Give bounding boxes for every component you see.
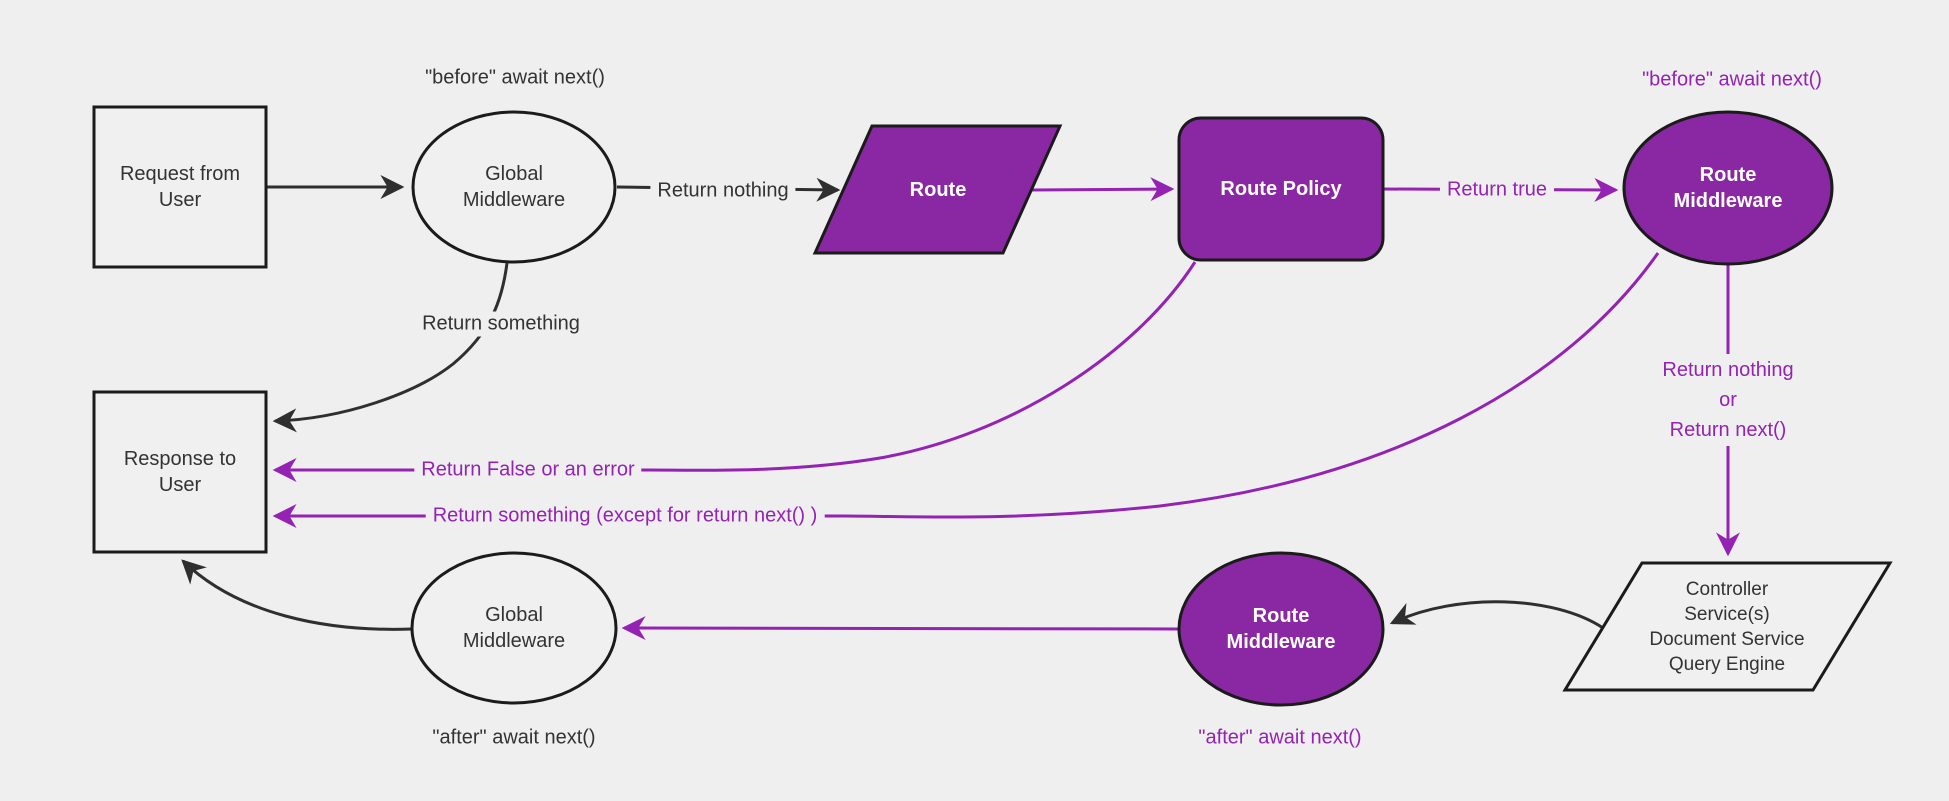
edge-global-middleware-bottom-to-response [181, 559, 413, 631]
edge-label-return-nothing-or-next: Return nothing or Return next() [1655, 354, 1801, 446]
route-middleware-top-shape [1622, 110, 1834, 266]
route-middleware-top-annotation: "before" await next() [1642, 68, 1822, 91]
edge-route-middleware-bottom-to-global-middleware-bottom [621, 616, 1180, 641]
request-from-user-shape [92, 105, 268, 269]
return-nothing-line: Return nothing [1662, 359, 1794, 381]
response-to-user-label: Response to User [123, 448, 237, 496]
global-middleware-top-annotation: "before" await next() [425, 66, 605, 89]
request-from-user-label: Request from User [119, 163, 241, 211]
document-service-line: Document Service [1649, 629, 1805, 650]
edge-controller-to-route-middleware-bottom [1389, 600, 1604, 630]
response-to-user-shape [92, 390, 268, 554]
controller-line: Controller [1685, 579, 1769, 600]
or-line: or [1719, 389, 1737, 411]
edge-label-return-false-or-error: Return False or an error [414, 457, 642, 483]
edge-route-to-route-policy [1030, 177, 1175, 202]
route-policy-shape [1177, 116, 1385, 262]
route-middleware-bottom-annotation: "after" await next() [1198, 726, 1362, 749]
route-shape [812, 124, 1063, 255]
global-middleware-bottom-label: Global Middleware [462, 604, 566, 652]
query-engine-line: Query Engine [1668, 654, 1786, 675]
global-middleware-top-shape [411, 110, 617, 264]
edge-label-return-true: Return true [1439, 177, 1555, 203]
route-middleware-top-label: Route Middleware [1673, 164, 1783, 212]
edge-route-policy-return-false-to-response [272, 261, 1197, 482]
route-middleware-bottom-label: Route Middleware [1226, 605, 1336, 653]
route-label: Route [909, 179, 967, 201]
global-middleware-bottom-shape [410, 551, 618, 705]
global-middleware-top-label: Global Middleware [462, 163, 566, 211]
controller-stack-shape [1562, 561, 1893, 692]
edge-label-return-something: Return something [415, 311, 587, 337]
return-next-line: Return next() [1669, 419, 1787, 441]
edge-global-middleware-return-something-to-response [272, 262, 509, 433]
route-middleware-bottom-shape [1177, 551, 1385, 707]
edge-route-middleware-return-something-to-response [272, 252, 1660, 528]
edge-label-return-something-except: Return something (except for return next… [425, 503, 825, 529]
controller-stack-label: Controller Service(s) Document Service Q… [1649, 577, 1804, 677]
route-policy-label: Route Policy [1220, 178, 1342, 200]
global-middleware-bottom-annotation: "after" await next() [432, 726, 596, 749]
edge-label-return-nothing: Return nothing [650, 178, 796, 204]
services-line: Service(s) [1684, 604, 1770, 625]
